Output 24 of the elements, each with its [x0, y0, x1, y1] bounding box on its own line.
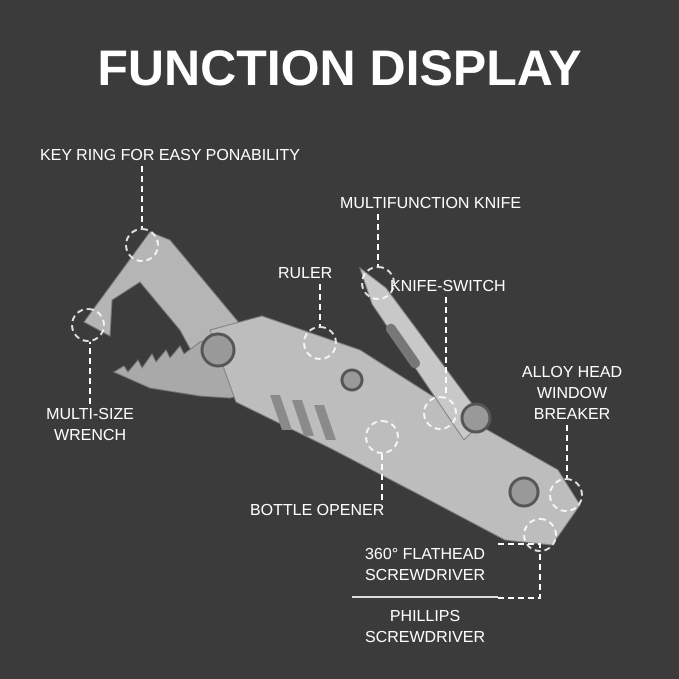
callout-label: KNIFE-SWITCH	[390, 276, 560, 297]
leader-line	[498, 552, 541, 599]
dashed-circle-marker	[125, 228, 159, 262]
dashed-circle-marker	[303, 326, 337, 360]
callout-label: PHILLIPS SCREWDRIVER	[352, 598, 498, 648]
dashed-circle-marker	[549, 478, 583, 512]
callout-label: ALLOY HEAD WINDOW BREAKER	[516, 362, 628, 425]
callout-label: RULER	[278, 263, 348, 284]
leader-line	[377, 214, 379, 266]
callout-label: MULTIFUNCTION KNIFE	[340, 193, 560, 214]
callout-label: 360° FLATHEAD SCREWDRIVER	[352, 544, 498, 596]
leader-line	[141, 166, 143, 228]
dashed-circle-marker	[423, 396, 457, 430]
leader-line	[89, 342, 91, 404]
leader-line	[566, 425, 568, 478]
title: FUNCTION DISPLAY	[96, 39, 583, 98]
callout-label: MULTI-SIZE WRENCH	[28, 404, 152, 446]
callout-label: KEY RING FOR EASY PONABILITY	[40, 145, 350, 166]
callout-label: BOTTLE OPENER	[250, 500, 420, 521]
dashed-circle-marker	[365, 420, 399, 454]
leader-line	[381, 454, 383, 500]
leader-line	[319, 284, 321, 326]
dashed-circle-marker	[523, 518, 557, 552]
dashed-circle-marker	[71, 308, 105, 342]
